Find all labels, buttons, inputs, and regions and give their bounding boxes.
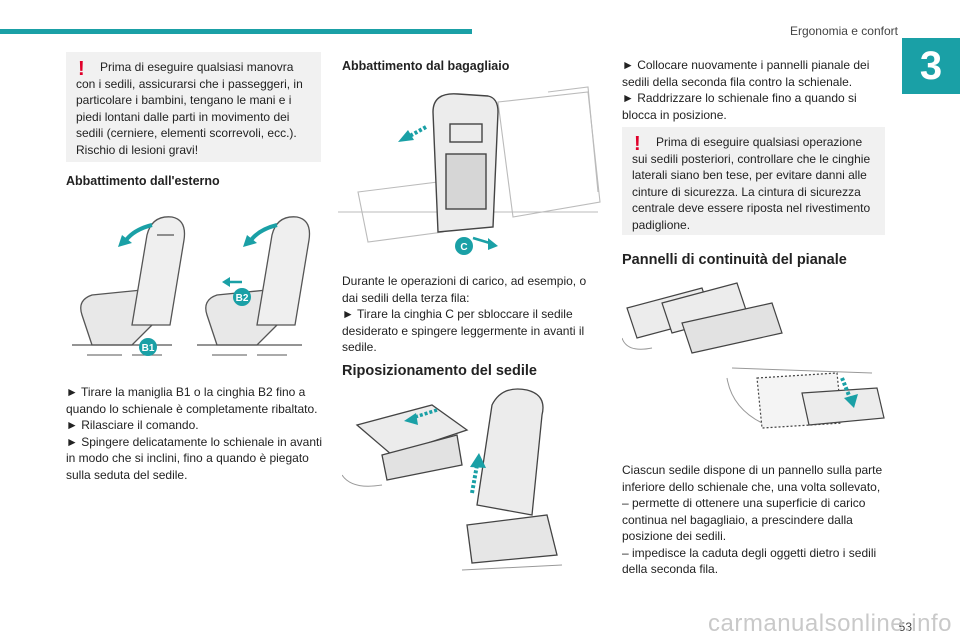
arrow-head-icon xyxy=(470,453,486,468)
warning-text: Prima di eseguire qualsiasi manovra con … xyxy=(76,60,303,157)
seat-back-highlight xyxy=(432,93,499,233)
watermark: carmanualsonline.info xyxy=(708,610,952,637)
callout-c: C xyxy=(460,242,467,253)
arrow-icon xyxy=(470,464,479,494)
chapter-number-tab: 3 xyxy=(902,38,960,94)
arrow-icon xyxy=(840,377,852,399)
seat-illustration-1 xyxy=(72,216,186,356)
arrow-head-icon xyxy=(222,277,230,287)
illustration-seats-fold-exterior: B1 B2 xyxy=(72,216,311,356)
middle-text: Durante le operazioni di carico, ad esem… xyxy=(342,273,592,356)
warning-text: Prima di eseguire qualsiasi operazione s… xyxy=(632,135,871,232)
page-number: 53 xyxy=(898,620,912,634)
illustration-seat-from-trunk: C xyxy=(338,86,601,255)
warning-icon: ! xyxy=(78,58,85,80)
arrow-head-icon xyxy=(118,235,132,247)
warning-box-right: ! Prima di eseguire qualsiasi operazione… xyxy=(622,127,885,235)
callout-b1: B1 xyxy=(142,343,155,354)
arrow-head-icon xyxy=(398,130,414,142)
bullet-text: – permette di ottenere una superficie di… xyxy=(622,496,866,543)
steps-left: ► Tirare la maniglia B1 o la cinghia B2 … xyxy=(66,384,328,483)
illustration-floor-panels xyxy=(622,282,885,429)
step-text: ► Rilasciare il comando. xyxy=(66,418,199,432)
step-text: ► Raddrizzare lo schienale fino a quando… xyxy=(622,91,857,122)
warning-icon: ! xyxy=(634,133,641,155)
right-steps: ► Collocare nuovamente i pannelli pianal… xyxy=(622,57,884,123)
callout-b2: B2 xyxy=(236,293,249,304)
section-title: Ergonomia e confort xyxy=(789,24,898,38)
right-text: Ciascun sedile dispone di un pannello su… xyxy=(622,462,884,578)
arrow-head-icon xyxy=(404,413,418,425)
arrow-head-icon xyxy=(488,238,498,250)
step-text: ► Spingere delicatamente lo schienale in… xyxy=(66,434,323,482)
step-text: ► Tirare la cinghia C per sbloccare il s… xyxy=(342,307,585,354)
step-text: ► Tirare la maniglia B1 o la cinghia B2 … xyxy=(66,385,318,416)
heading-abbattimento-bagagliaio: Abbattimento dal bagagliaio xyxy=(342,59,510,73)
heading-pannelli: Pannelli di continuità del pianale xyxy=(622,252,847,268)
heading-riposizionamento: Riposizionamento del sedile xyxy=(342,363,537,379)
paragraph-text: Ciascun sedile dispone di un pannello su… xyxy=(622,463,883,494)
heading-abbattimento-esterno: Abbattimento dall'esterno xyxy=(66,174,220,188)
step-text: ► Collocare nuovamente i pannelli pianal… xyxy=(622,58,870,89)
seat-illustration-2 xyxy=(197,216,311,356)
arrow-head-icon xyxy=(844,394,858,408)
header-accent-bar xyxy=(0,29,472,34)
illustration-seat-reposition xyxy=(342,388,563,571)
paragraph-text: Durante le operazioni di carico, ad esem… xyxy=(342,274,587,305)
bullet-text: – impedisce la caduta degli oggetti diet… xyxy=(622,545,877,577)
arrow-head-icon xyxy=(243,235,257,247)
warning-box-left: ! Prima di eseguire qualsiasi manovra co… xyxy=(66,52,321,162)
